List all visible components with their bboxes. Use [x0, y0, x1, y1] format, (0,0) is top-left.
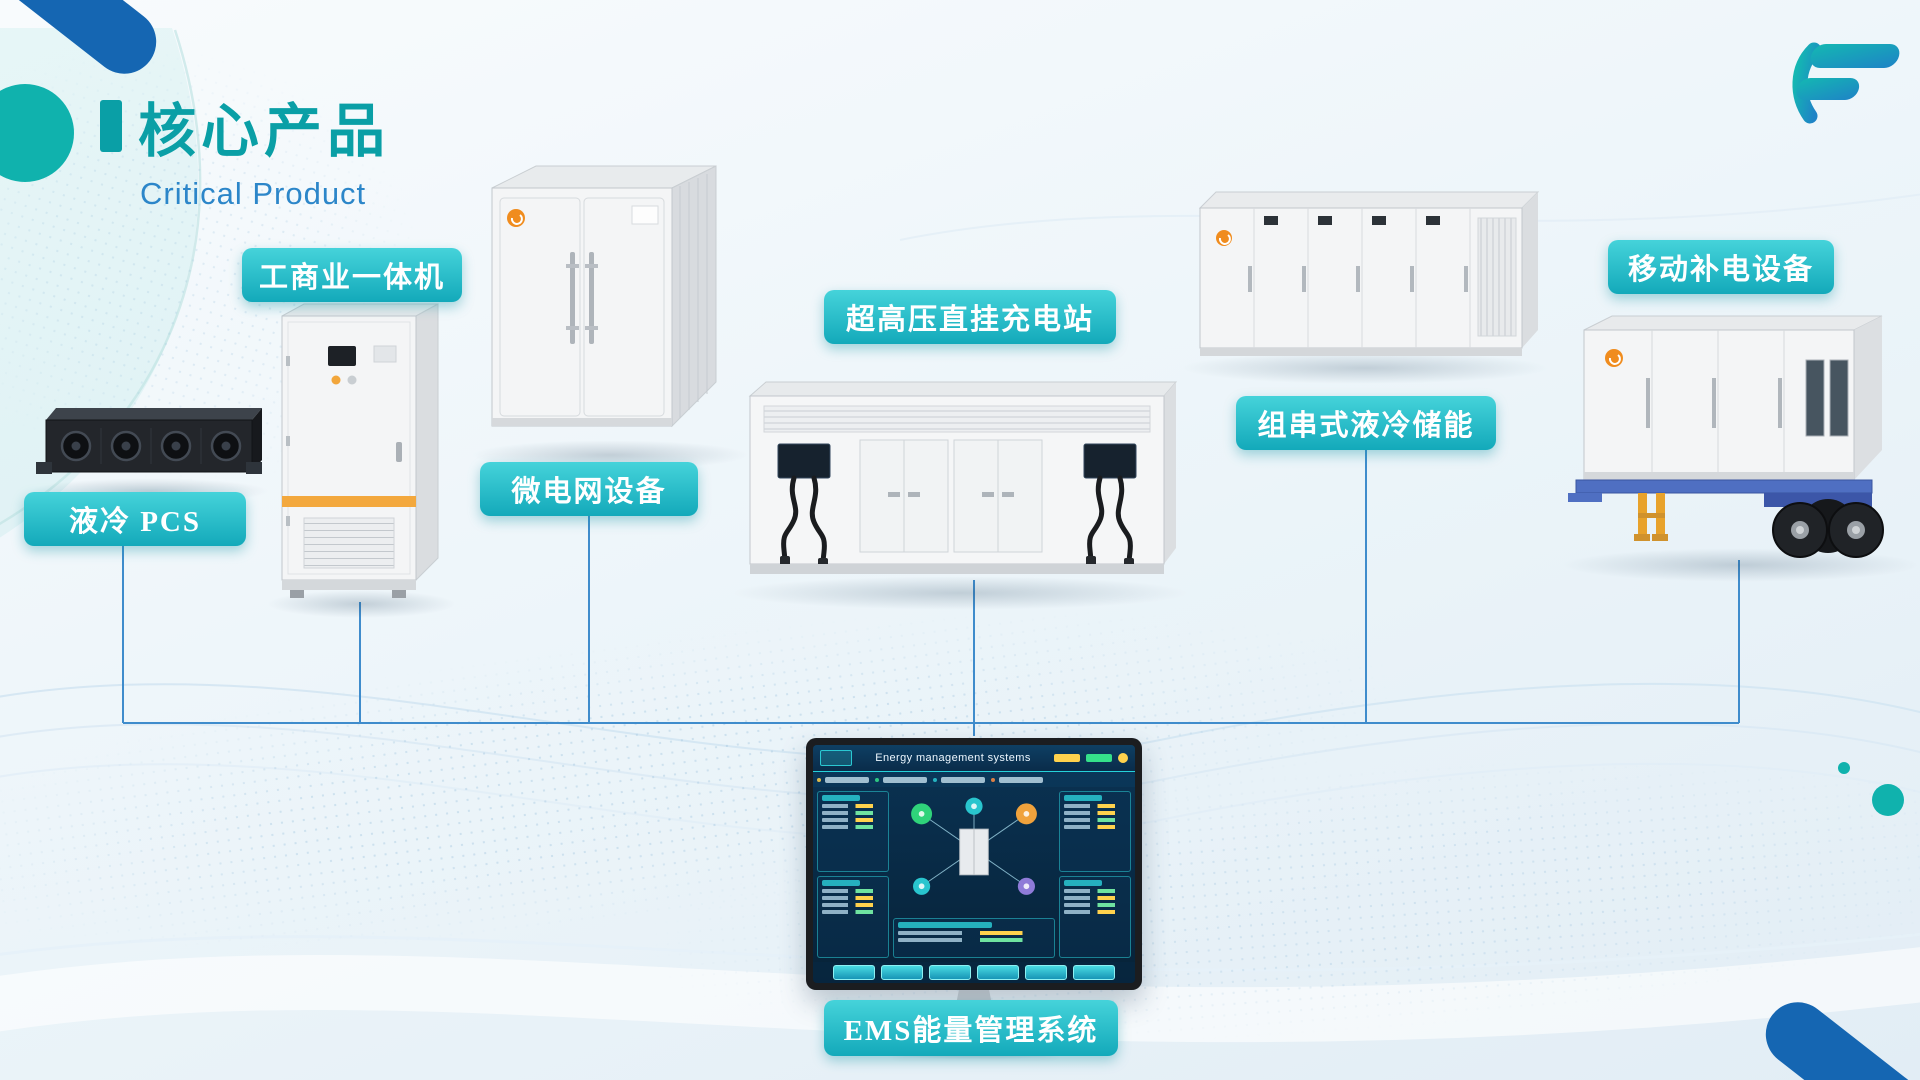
ems-screen: Energy management systems	[813, 745, 1135, 983]
ems-panel	[893, 917, 1055, 958]
panel-row	[1064, 896, 1126, 901]
ems-flow-area	[893, 791, 1055, 958]
mode-tag	[933, 776, 985, 783]
ems-panel	[817, 791, 889, 873]
bell-icon	[1118, 753, 1128, 763]
mobile-power-image	[1568, 315, 1884, 558]
ems-screen-header: Energy management systems	[813, 745, 1135, 772]
label-string-storage: 组串式液冷储能	[1236, 396, 1496, 450]
panel-title-bar	[822, 880, 861, 887]
ems-flow-diagram	[911, 797, 1037, 895]
label-hv-charging-station: 超高压直挂充电站	[824, 290, 1116, 344]
ems-panel	[817, 876, 889, 958]
liquid-pcs-image	[36, 408, 262, 474]
panel-row	[1064, 804, 1126, 808]
panel-title-bar	[822, 795, 861, 801]
mode-tag	[991, 776, 1043, 783]
label-liquid-pcs: 液冷 PCS	[24, 492, 246, 546]
panel-row	[1064, 825, 1126, 829]
company-logo-icon	[1792, 42, 1900, 124]
device-shadow	[730, 576, 1190, 610]
ems-screen-button	[1025, 965, 1067, 981]
mode-tag	[875, 776, 927, 783]
ems-screen-button	[929, 965, 971, 981]
panel-title-bar	[898, 921, 993, 928]
panel-title-bar	[1064, 795, 1103, 801]
ems-screen-button	[881, 965, 923, 981]
page-subtitle: Critical Product	[140, 176, 367, 211]
ems-monitor: Energy management systems	[806, 738, 1142, 990]
panel-title-bar	[1064, 880, 1103, 887]
panel-row	[1064, 903, 1126, 908]
page-title: 核心产品	[138, 99, 391, 164]
ems-left-column	[817, 791, 889, 958]
string-storage-image	[1198, 191, 1540, 356]
panel-row	[822, 811, 884, 815]
slide-header: 核心产品 Critical Product	[100, 84, 390, 212]
ems-mode-bar	[813, 772, 1135, 787]
panel-row	[822, 825, 884, 829]
ems-screen-button	[977, 965, 1019, 981]
ems-screen-title: Energy management systems	[875, 752, 1031, 764]
panel-row	[822, 818, 884, 822]
ems-logo-chip	[820, 750, 852, 766]
bottom-right-teal-dot	[1838, 762, 1850, 774]
ems-screen-button	[833, 965, 875, 981]
panel-row	[898, 937, 1050, 942]
panel-row	[1064, 818, 1126, 822]
panel-row	[1064, 910, 1126, 915]
panel-row	[822, 804, 884, 808]
ems-screen-body	[813, 787, 1135, 962]
panel-row	[822, 910, 884, 915]
title-accent-bar	[100, 100, 122, 152]
panel-row	[1064, 811, 1126, 815]
panel-row	[1064, 889, 1126, 894]
hv-charging-station-image	[748, 381, 1178, 574]
panel-row	[822, 896, 884, 901]
panel-row	[898, 930, 1050, 935]
status-chip	[1054, 754, 1080, 762]
bottom-right-teal-circle	[1872, 784, 1904, 816]
device-shadow	[1180, 352, 1550, 384]
ems-panel	[1059, 791, 1131, 873]
ems-screen-button	[1073, 965, 1115, 981]
microgrid-equipment-image	[491, 165, 717, 428]
panel-row	[822, 889, 884, 894]
ems-panel	[1059, 876, 1131, 958]
status-chip	[1086, 754, 1112, 762]
ems-right-column	[1059, 791, 1131, 958]
ems-button-bar	[813, 961, 1135, 983]
commercial-all-in-one-image	[281, 303, 439, 598]
label-mobile-power: 移动补电设备	[1608, 240, 1834, 294]
label-commercial-all-in-one: 工商业一体机	[242, 248, 462, 302]
label-microgrid-equipment: 微电网设备	[480, 462, 698, 516]
panel-row	[822, 903, 884, 908]
label-ems-system: EMS能量管理系统	[824, 1000, 1118, 1056]
mode-tag	[817, 776, 869, 783]
